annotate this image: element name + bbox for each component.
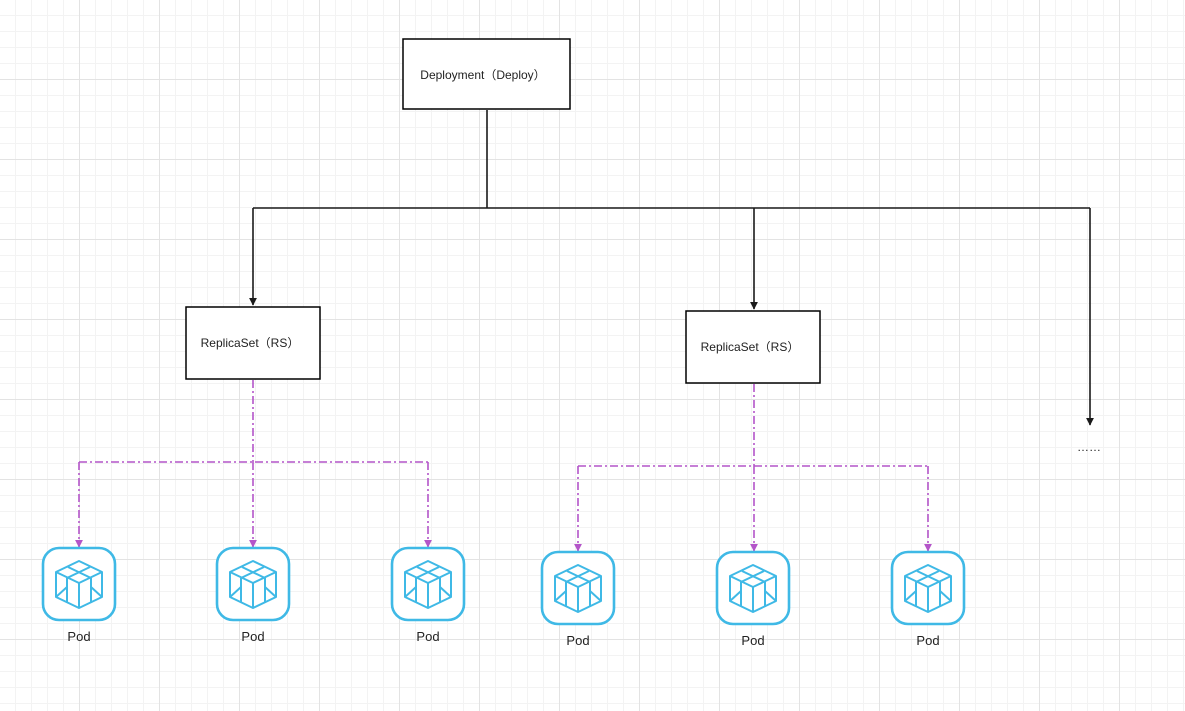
pod-node-3[interactable]: Pod	[390, 546, 466, 644]
deployment-box	[402, 38, 571, 110]
pod-node-4[interactable]: Pod	[540, 550, 616, 648]
kubernetes-pod-cube-icon	[41, 546, 117, 622]
replicaset-box-1	[185, 306, 321, 380]
kubernetes-pod-cube-icon	[715, 550, 791, 626]
replicaset-node-2[interactable]: ReplicaSet（RS）	[685, 310, 821, 384]
deployment-label: Deployment（Deploy）	[420, 68, 545, 82]
kubernetes-pod-cube-icon	[540, 550, 616, 626]
replicaset-label-2: ReplicaSet（RS）	[701, 340, 800, 354]
more-replicasets-indicator: ……	[1077, 440, 1101, 454]
pod-node-2[interactable]: Pod	[215, 546, 291, 644]
pod-node-5[interactable]: Pod	[715, 550, 791, 648]
deployment-edges	[249, 110, 1094, 426]
pod-label-2: Pod	[241, 629, 264, 644]
deployment-node[interactable]: Deployment（Deploy）	[402, 38, 571, 110]
replicaset-label-1: ReplicaSet（RS）	[201, 336, 300, 350]
pod-label-5: Pod	[741, 633, 764, 648]
rs-1-pod-edges	[75, 380, 432, 548]
pod-node-6[interactable]: Pod	[890, 550, 966, 648]
pod-label-3: Pod	[416, 629, 439, 644]
pod-label-6: Pod	[916, 633, 939, 648]
replicaset-box-2	[685, 310, 821, 384]
rs-2-pod-edges	[574, 384, 932, 552]
kubernetes-pod-cube-icon	[390, 546, 466, 622]
kubernetes-pod-cube-icon	[890, 550, 966, 626]
pod-label-4: Pod	[566, 633, 589, 648]
pod-label-1: Pod	[67, 629, 90, 644]
replicaset-node-1[interactable]: ReplicaSet（RS）	[185, 306, 321, 380]
pod-node-1[interactable]: Pod	[41, 546, 117, 644]
kubernetes-pod-cube-icon	[215, 546, 291, 622]
